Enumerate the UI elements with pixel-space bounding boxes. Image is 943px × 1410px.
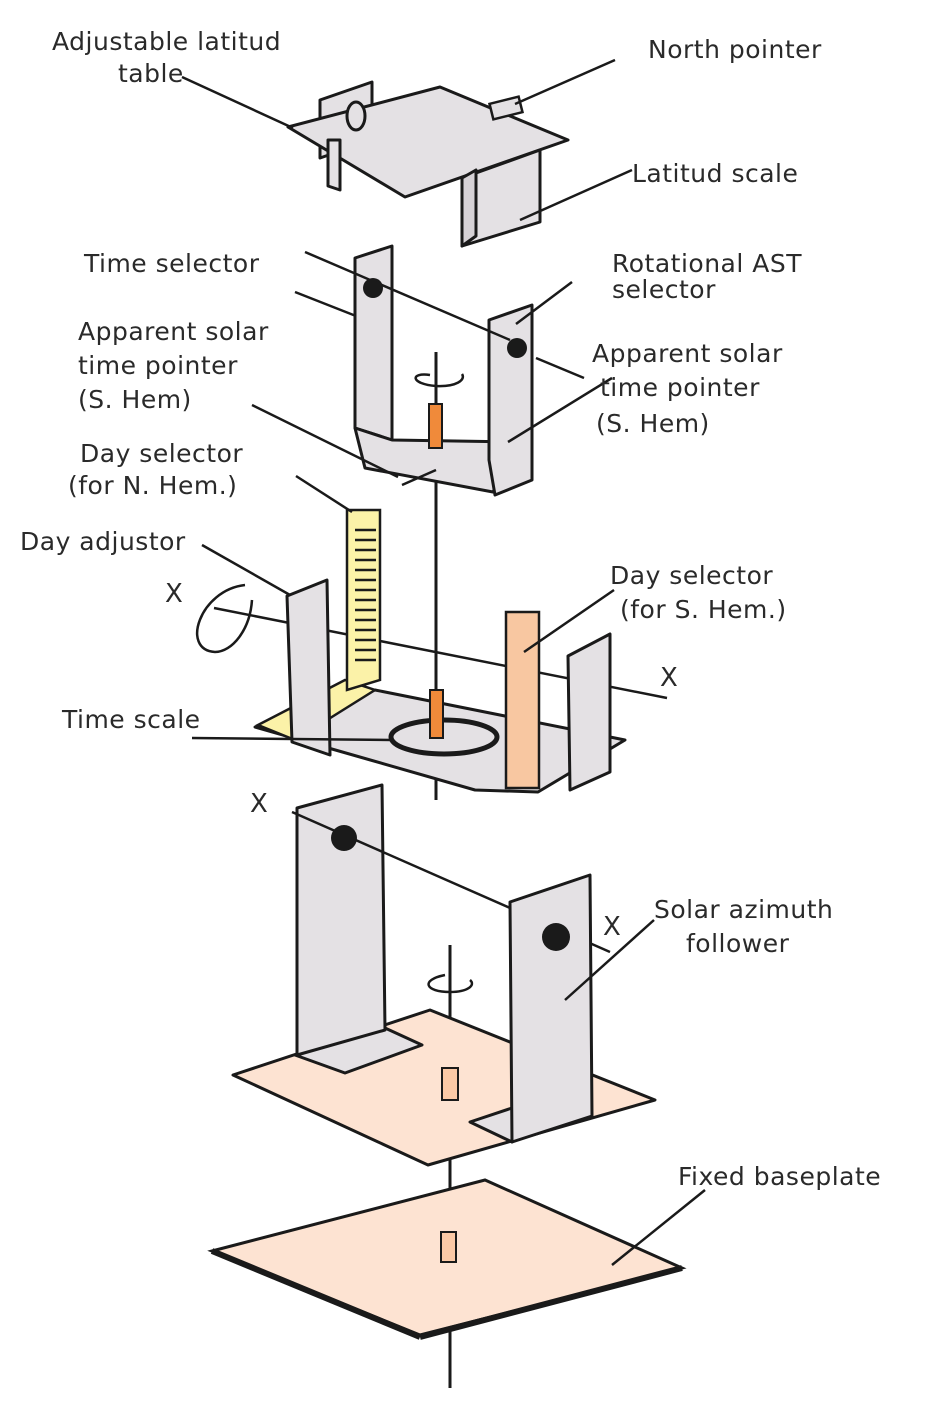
label-adjustable-latitud-table-2: table xyxy=(118,59,184,88)
azimuth-left-upright xyxy=(295,783,387,1057)
leader-apparent-solar-left-1 xyxy=(251,403,399,479)
latitud-scale-side xyxy=(460,168,478,248)
axis-x-lower-left: X xyxy=(250,789,268,819)
label-day-selector-n-hem-1: Day selector xyxy=(80,439,243,468)
label-day-adjustor: Day adjustor xyxy=(20,527,186,556)
rotation-arrow-lower xyxy=(427,973,474,994)
label-day-selector-n-hem-2: (for N. Hem.) xyxy=(68,471,237,500)
latitud-table-assembly xyxy=(286,80,570,248)
leader-adjustable-latitud-table xyxy=(181,75,294,130)
day-selector-shaft-marker xyxy=(429,689,444,739)
axis-x-upper-right: X xyxy=(660,663,678,693)
time-selector-shaft-marker xyxy=(428,403,443,449)
leader-time-selector-2 xyxy=(294,290,357,318)
leader-apparent-solar-left-2 xyxy=(401,468,437,487)
day-selector-s-hem-strip xyxy=(504,610,541,790)
north-pointer-block xyxy=(487,95,525,121)
label-apparent-solar-right-1: Apparent solar xyxy=(592,339,783,368)
label-apparent-solar-left-3: (S. Hem) xyxy=(78,385,192,414)
day-selector-right-panel xyxy=(566,632,612,792)
leader-fixed-baseplate xyxy=(611,1189,706,1266)
label-solar-azimuth-follower-2: follower xyxy=(686,929,790,958)
label-apparent-solar-left-2: time pointer xyxy=(78,351,238,380)
axis-x-lower-right: X xyxy=(603,912,621,942)
axis-x-upper-left: X xyxy=(165,579,183,609)
label-day-selector-s-hem-1: Day selector xyxy=(610,561,773,590)
rotation-arrow-upper xyxy=(414,373,465,388)
label-time-selector: Time selector xyxy=(83,249,260,278)
azimuth-right-upright xyxy=(508,873,594,1144)
label-rotational-ast-selector-2: selector xyxy=(612,275,716,304)
leader-day-selector-s-hem xyxy=(523,588,615,654)
rotational-ast-selector-hole xyxy=(507,338,527,358)
label-rotational-ast-selector-1: Rotational AST xyxy=(612,249,802,278)
azimuth-hole-left xyxy=(331,825,357,851)
leader-day-adjustor xyxy=(201,543,291,597)
fixed-baseplate-assembly xyxy=(207,1178,687,1340)
labels: Adjustable latitud table North pointer L… xyxy=(20,27,881,1191)
day-selector-assembly xyxy=(195,508,668,794)
label-fixed-baseplate: Fixed baseplate xyxy=(678,1162,881,1191)
leader-solar-azimuth-follower xyxy=(564,919,655,1001)
label-adjustable-latitud-table-1: Adjustable latitud xyxy=(52,27,281,56)
azimuth-hole-right xyxy=(542,923,570,951)
label-solar-azimuth-follower-1: Solar azimuth xyxy=(654,895,833,924)
label-apparent-solar-right-3: (S. Hem) xyxy=(596,409,710,438)
leader-latitud-scale xyxy=(519,168,633,222)
day-adjustor-panel xyxy=(285,578,332,757)
label-north-pointer: North pointer xyxy=(648,35,822,64)
label-latitud-scale: Latitud scale xyxy=(632,159,798,188)
solar-azimuth-follower-assembly xyxy=(231,783,657,1167)
label-apparent-solar-left-1: Apparent solar xyxy=(78,317,269,346)
leader-apparent-solar-right-1 xyxy=(535,356,585,380)
leader-time-scale xyxy=(191,736,393,742)
rotation-arrow-day xyxy=(195,583,254,654)
leader-north-pointer xyxy=(514,58,616,106)
label-apparent-solar-right-2: time pointer xyxy=(600,373,760,402)
leader-day-selector-n-hem xyxy=(295,474,353,514)
fixed-baseplate-edge-right xyxy=(419,1265,683,1340)
leader-rotational-ast-selector xyxy=(515,281,573,325)
leader-time-selector-1 xyxy=(304,250,511,342)
fixed-baseplate-edge xyxy=(210,1248,422,1340)
label-day-selector-s-hem-2: (for S. Hem.) xyxy=(620,595,787,624)
azimuth-shaft-marker xyxy=(441,1067,459,1101)
latitud-table-knob xyxy=(345,100,367,132)
latitud-table-post-left xyxy=(326,138,342,192)
leader-lines xyxy=(181,58,706,1266)
time-selector-assembly xyxy=(353,244,534,497)
baseplate-shaft-marker xyxy=(440,1231,457,1263)
label-time-scale: Time scale xyxy=(61,705,201,734)
leader-apparent-solar-right-2 xyxy=(507,376,613,444)
day-selector-n-hem-ticks xyxy=(355,528,376,662)
